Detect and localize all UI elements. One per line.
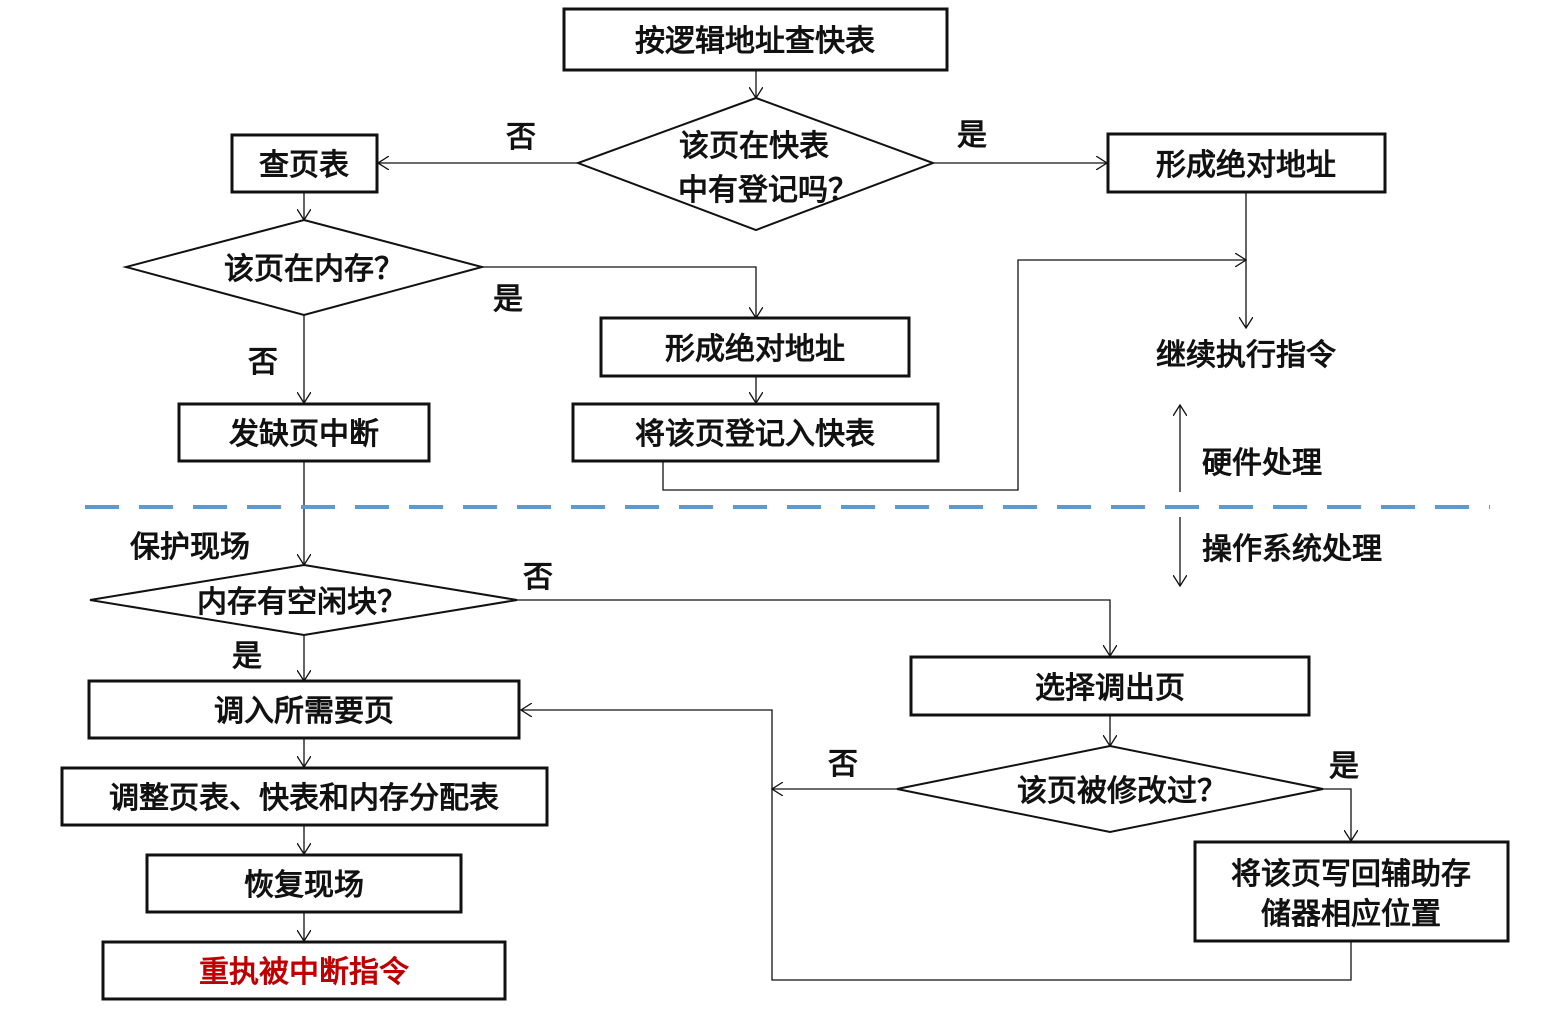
edge-labels: 否 是 是 否 否 是 否 是 bbox=[232, 118, 1359, 784]
node-lookup-page-table-label: 查页表 bbox=[259, 148, 349, 183]
decision-modified-label: 该页被修改过？ bbox=[1017, 774, 1227, 809]
node-restore-context-label: 恢复现场 bbox=[244, 868, 364, 903]
node-select-page-label: 选择调出页 bbox=[1035, 671, 1185, 706]
edge-label-mod-no: 否 bbox=[828, 747, 858, 782]
node-page-fault: 发缺页中断 bbox=[177, 402, 431, 463]
edge-label-mod-yes: 是 bbox=[1329, 749, 1359, 784]
connectors bbox=[304, 70, 1352, 981]
edge-label-tlb-yes: 是 bbox=[957, 118, 987, 153]
node-select-page: 选择调出页 bbox=[909, 655, 1311, 717]
decision-in-tlb: 该页在快表 中有登记吗？ bbox=[575, 96, 936, 232]
node-register-tlb: 将该页登记入快表 bbox=[571, 402, 940, 463]
node-form-address-pt: 形成绝对地址 bbox=[599, 316, 911, 378]
node-form-address-tlb: 形成绝对地址 bbox=[1106, 132, 1387, 194]
node-lookup-tlb: 按逻辑地址查快表 bbox=[562, 7, 949, 72]
decision-free-block-label: 内存有空闲块？ bbox=[197, 585, 407, 620]
node-load-page-label: 调入所需要页 bbox=[214, 694, 394, 729]
node-update-tables: 调整页表、快表和内存分配表 bbox=[60, 766, 549, 827]
decision-in-tlb-line2: 中有登记吗？ bbox=[678, 173, 858, 208]
edge-label-free-yes: 是 bbox=[232, 639, 262, 674]
label-save-context: 保护现场 bbox=[130, 530, 250, 565]
label-os-processing: 操作系统处理 bbox=[1202, 532, 1382, 567]
node-continue-execution: 继续执行指令 bbox=[1156, 338, 1337, 373]
edge-free-no bbox=[517, 599, 1110, 656]
label-hardware-processing: 硬件处理 bbox=[1202, 446, 1322, 481]
decision-in-tlb-line1: 该页在快表 bbox=[679, 129, 829, 164]
node-write-back-line1: 将该页写回辅助存 bbox=[1231, 857, 1471, 892]
node-page-fault-label: 发缺页中断 bbox=[228, 417, 379, 452]
node-write-back: 将该页写回辅助存 储器相应位置 bbox=[1193, 840, 1510, 943]
decision-modified: 该页被修改过？ bbox=[896, 744, 1324, 834]
node-load-page: 调入所需要页 bbox=[87, 679, 521, 740]
edge-label-tlb-no: 否 bbox=[506, 120, 536, 155]
decision-free-block: 内存有空闲块？ bbox=[89, 563, 518, 637]
node-restart-instruction-label: 重执被中断指令 bbox=[199, 955, 410, 990]
edge-mem-yes bbox=[482, 266, 756, 318]
node-write-back-line2: 储器相应位置 bbox=[1261, 897, 1441, 932]
node-form-address-tlb-label: 形成绝对地址 bbox=[1156, 148, 1336, 183]
edge-label-free-no: 否 bbox=[523, 560, 553, 595]
edge-mod-yes bbox=[1323, 788, 1351, 841]
node-restart-instruction: 重执被中断指令 bbox=[101, 940, 507, 1001]
node-lookup-tlb-label: 按逻辑地址查快表 bbox=[635, 24, 875, 59]
node-form-address-pt-label: 形成绝对地址 bbox=[665, 332, 845, 367]
edge-label-mem-yes: 是 bbox=[493, 282, 523, 317]
edge-register-to-continue bbox=[662, 260, 1246, 491]
decision-in-memory-label: 该页在内存？ bbox=[224, 252, 404, 287]
node-register-tlb-label: 将该页登记入快表 bbox=[635, 417, 875, 452]
edge-label-mem-no: 否 bbox=[248, 345, 278, 380]
node-restore-context: 恢复现场 bbox=[145, 853, 463, 914]
node-lookup-page-table: 查页表 bbox=[230, 133, 379, 194]
node-update-tables-label: 调整页表、快表和内存分配表 bbox=[109, 781, 499, 816]
edge-writeback-to-load bbox=[521, 710, 1352, 981]
decision-in-memory: 该页在内存？ bbox=[122, 218, 486, 317]
